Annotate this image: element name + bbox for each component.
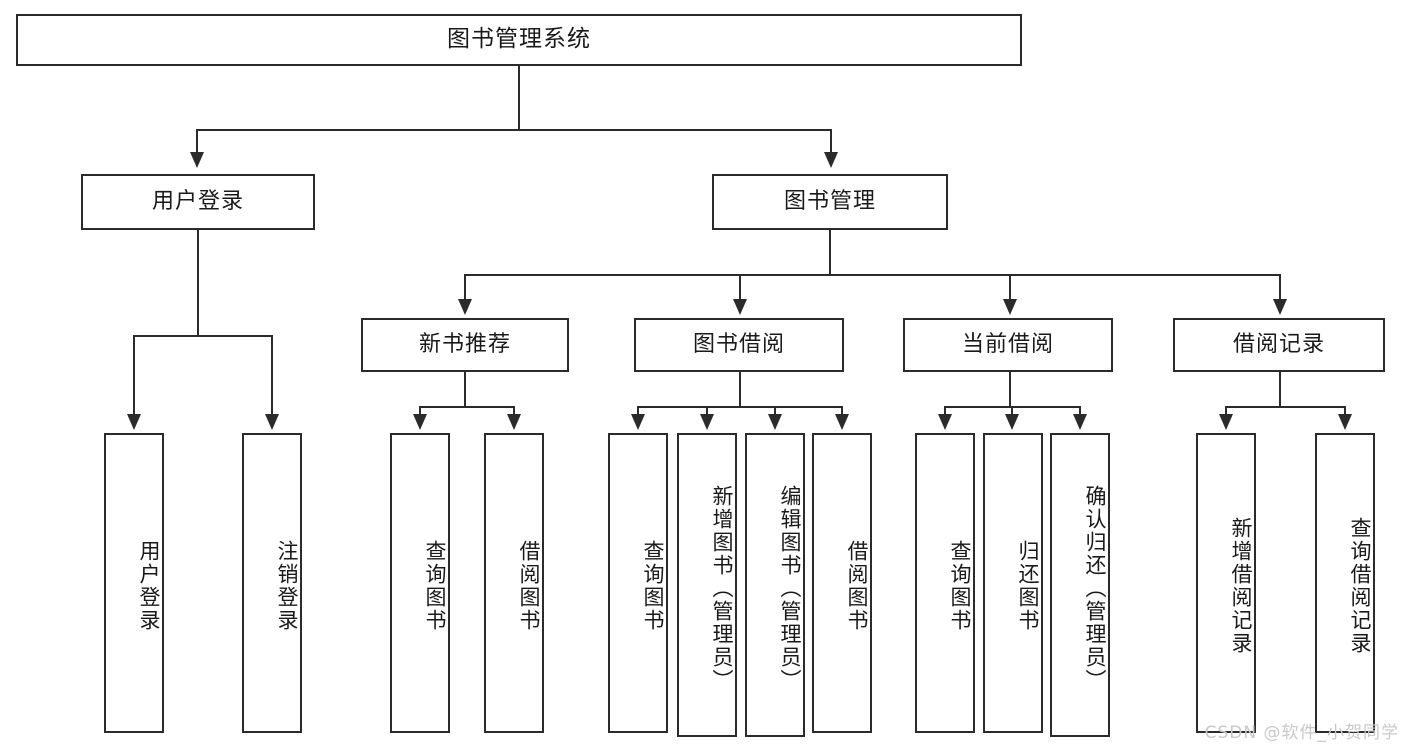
connector-root-to-book-manage [830, 129, 832, 155]
arrowhead-cb-leaf-2 [1005, 414, 1019, 430]
leaf-logout-login-label: 注销登录 [275, 540, 299, 632]
node-user-login[interactable]: 用户登录 [81, 174, 315, 230]
node-book-manage[interactable]: 图书管理 [712, 174, 948, 230]
arrowhead-user-login-leaf-1 [127, 414, 141, 430]
arrowhead-bb-leaf-2 [700, 414, 714, 430]
connector-book-manage-bus [464, 274, 1281, 276]
arrowhead-nbr-leaf-1 [413, 414, 427, 430]
leaf-borrow-book-2-label: 借阅图书 [845, 540, 869, 632]
connector-br-drop-1 [1225, 406, 1227, 417]
leaf-add-record[interactable]: 新增借阅记录 [1196, 433, 1256, 733]
leaf-edit-book-label: 编辑图书（管理员） [778, 484, 802, 692]
connector-root-bus [196, 129, 832, 131]
connector-nbr-stem [464, 372, 466, 408]
leaf-return-book-label: 归还图书 [1016, 540, 1040, 632]
leaf-add-book-label: 新增图书（管理员） [710, 484, 734, 692]
leaf-confirm-return[interactable]: 确认归还（管理员） [1050, 433, 1110, 737]
connector-bb-drop-1 [637, 406, 639, 417]
connector-bm-drop-1 [464, 274, 466, 302]
leaf-query-book-3[interactable]: 查询图书 [915, 433, 975, 733]
connector-bm-drop-2 [739, 274, 741, 302]
leaf-logout-login[interactable]: 注销登录 [242, 433, 302, 733]
connector-cb-drop-1 [944, 406, 946, 417]
connector-bb-drop-2 [706, 406, 708, 417]
node-root-system[interactable]: 图书管理系统 [16, 14, 1022, 66]
connector-root-to-user-login [196, 129, 198, 155]
connector-br-drop-2 [1344, 406, 1346, 417]
arrowhead-cb-leaf-1 [938, 414, 952, 430]
arrowhead-bb-leaf-1 [631, 414, 645, 430]
arrowhead-borrow-record [1273, 299, 1287, 315]
arrowhead-br-leaf-2 [1338, 414, 1352, 430]
node-book-borrow[interactable]: 图书借阅 [634, 318, 844, 372]
arrowhead-current-borrow [1003, 299, 1017, 315]
leaf-borrow-book-2[interactable]: 借阅图书 [812, 433, 872, 733]
leaf-add-book[interactable]: 新增图书（管理员） [677, 433, 737, 737]
connector-bb-drop-3 [774, 406, 776, 417]
leaf-query-book-1[interactable]: 查询图书 [390, 433, 450, 733]
connector-bb-stem [739, 372, 741, 408]
connector-user-login-stem [197, 230, 199, 336]
arrowhead-cb-leaf-3 [1073, 414, 1087, 430]
connector-user-login-drop-2 [271, 335, 273, 417]
connector-user-login-bus [133, 335, 273, 337]
leaf-query-record[interactable]: 查询借阅记录 [1315, 433, 1375, 733]
arrowhead-user-login-leaf-2 [265, 414, 279, 430]
leaf-return-book[interactable]: 归还图书 [983, 433, 1043, 733]
arrowhead-nbr-leaf-2 [507, 414, 521, 430]
arrowhead-bb-leaf-4 [835, 414, 849, 430]
leaf-query-book-3-label: 查询图书 [948, 540, 972, 632]
watermark-text: CSDN @软件_小贺同学 [1204, 723, 1399, 743]
leaf-confirm-return-label: 确认归还（管理员） [1083, 484, 1107, 692]
node-new-book-recommend[interactable]: 新书推荐 [361, 318, 569, 372]
connector-user-login-drop-1 [133, 335, 135, 417]
connector-cb-stem [1009, 372, 1011, 408]
connector-cb-drop-2 [1011, 406, 1013, 417]
leaf-query-book-2[interactable]: 查询图书 [608, 433, 668, 733]
leaf-add-record-label: 新增借阅记录 [1229, 517, 1253, 655]
node-current-borrow[interactable]: 当前借阅 [903, 318, 1113, 372]
arrowhead-br-leaf-1 [1219, 414, 1233, 430]
connector-bm-drop-3 [1009, 274, 1011, 302]
leaf-edit-book[interactable]: 编辑图书（管理员） [745, 433, 805, 737]
connector-book-manage-stem [829, 230, 831, 276]
connector-nbr-drop-2 [513, 406, 515, 417]
connector-cb-drop-3 [1079, 406, 1081, 417]
arrowhead-new-book-recommend [458, 299, 472, 315]
connector-br-bus [1225, 406, 1345, 408]
connector-nbr-drop-1 [419, 406, 421, 417]
connector-nbr-bus [419, 406, 515, 408]
leaf-borrow-book-1-label: 借阅图书 [517, 540, 541, 632]
leaf-query-record-label: 查询借阅记录 [1348, 517, 1372, 655]
leaf-borrow-book-1[interactable]: 借阅图书 [484, 433, 544, 733]
connector-bb-drop-4 [841, 406, 843, 417]
leaf-query-book-2-label: 查询图书 [641, 540, 665, 632]
arrowhead-root-to-user-login [190, 152, 204, 168]
arrowhead-book-borrow [733, 299, 747, 315]
arrowhead-root-to-book-manage [824, 152, 838, 168]
leaf-query-book-1-label: 查询图书 [423, 540, 447, 632]
leaf-user-login[interactable]: 用户登录 [104, 433, 164, 733]
connector-bb-bus [637, 406, 842, 408]
node-borrow-record[interactable]: 借阅记录 [1173, 318, 1385, 372]
arrowhead-bb-leaf-3 [768, 414, 782, 430]
connector-bm-drop-4 [1279, 274, 1281, 302]
leaf-user-login-label: 用户登录 [137, 540, 161, 632]
connector-root-stem [518, 66, 520, 130]
connector-br-stem [1279, 372, 1281, 408]
